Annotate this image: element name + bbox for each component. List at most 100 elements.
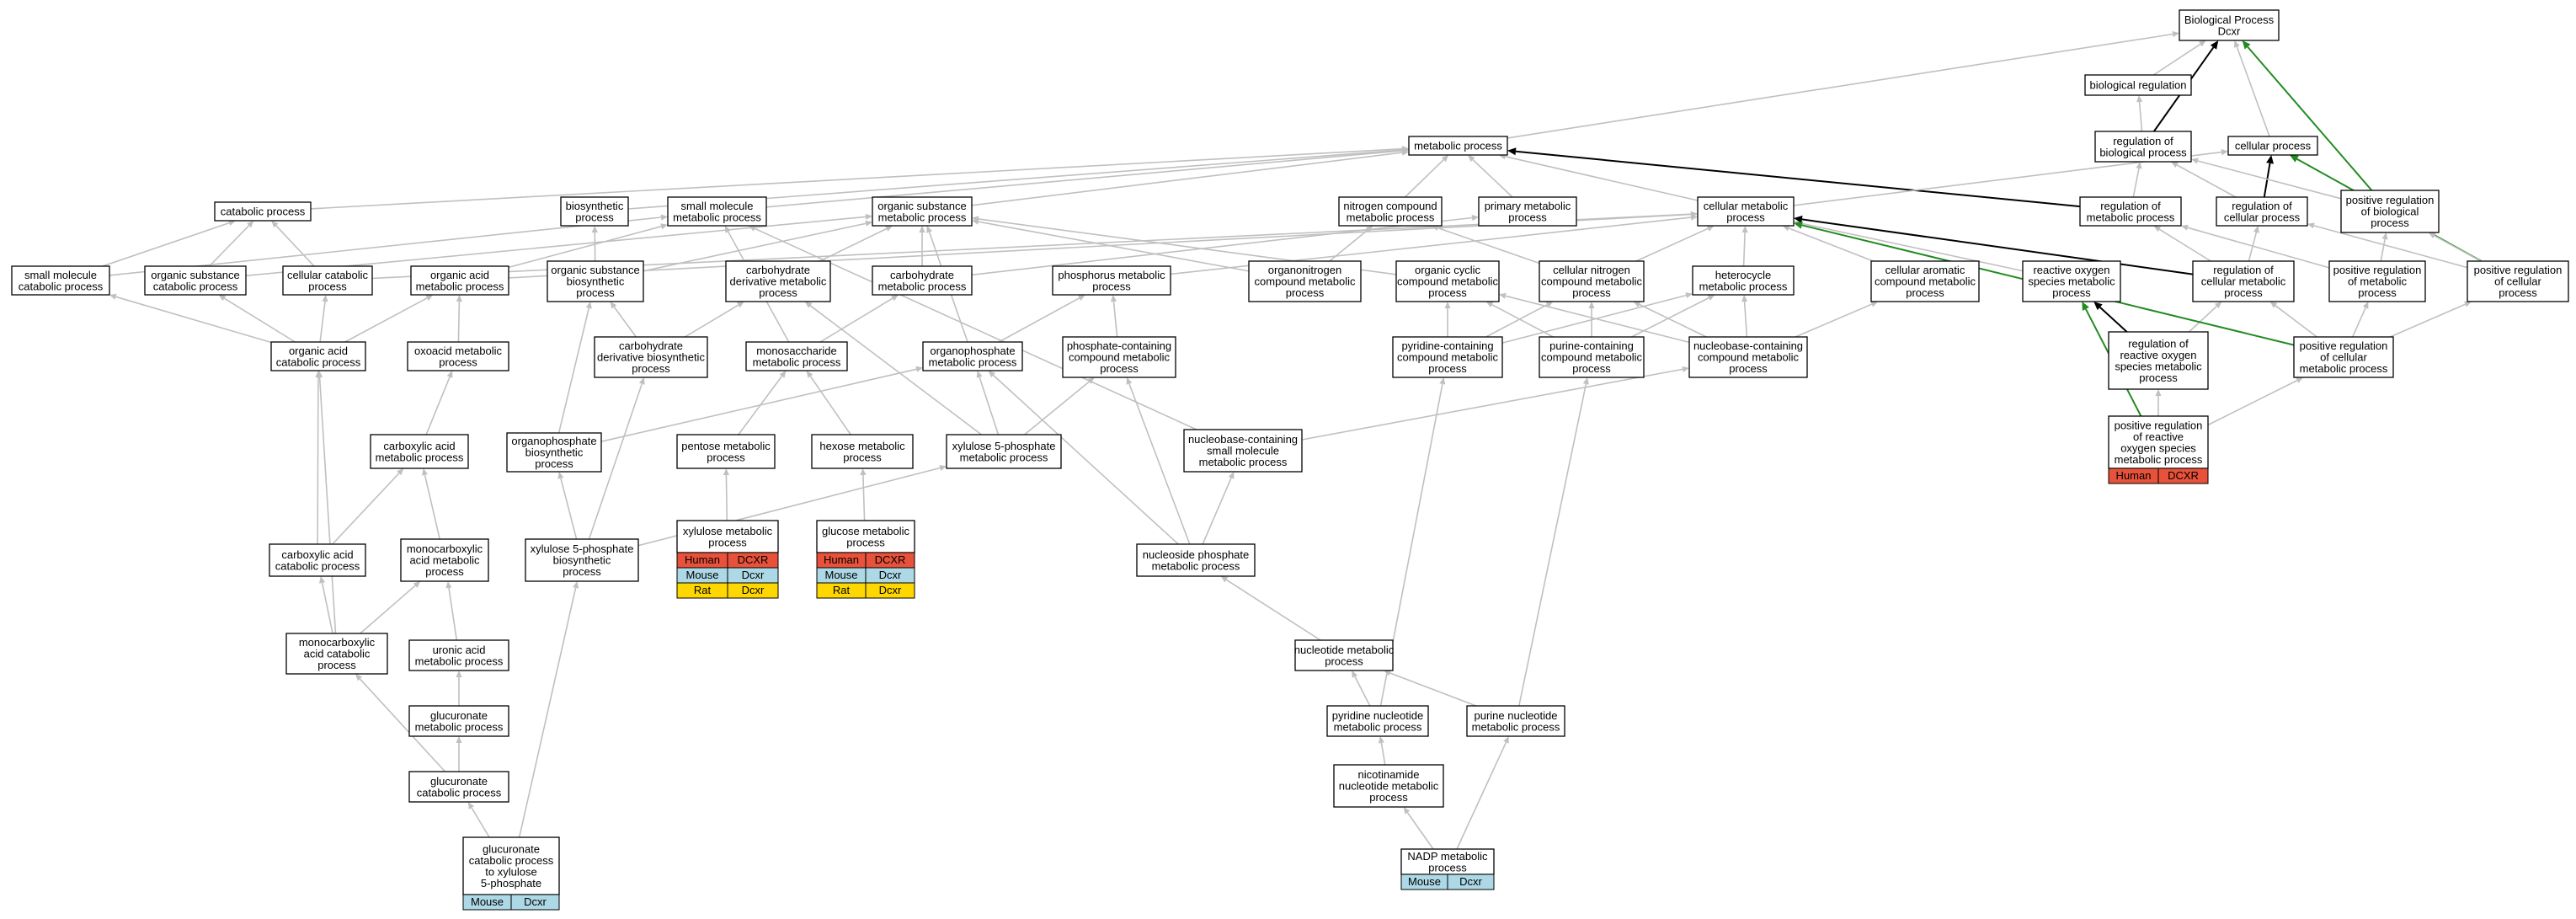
node-label: species metabolic <box>2028 275 2115 288</box>
node-box <box>525 538 639 582</box>
node-label: process <box>1325 655 1363 667</box>
node-label: positive regulation <box>2333 264 2422 276</box>
node-box <box>214 201 312 222</box>
node-label: glucuronate <box>483 842 540 855</box>
edge <box>2351 302 2369 338</box>
go-term-node-metproc[interactable]: metabolic process <box>1408 136 1508 156</box>
go-term-node-bioreg[interactable]: biological regulation <box>2084 74 2192 96</box>
arrow-head-icon <box>724 226 731 233</box>
node-label: metabolic process <box>415 720 504 733</box>
arrow-head-icon <box>723 468 729 476</box>
node-box <box>408 639 509 671</box>
go-term-node-catab[interactable]: catabolic process <box>214 201 312 222</box>
edge-line <box>557 307 590 434</box>
node-label: monosaccharide <box>756 345 836 357</box>
arrow-head-icon <box>1439 377 1446 385</box>
node-label: glucuronate <box>430 775 488 788</box>
edge-line <box>1128 383 1191 545</box>
edge <box>684 302 744 338</box>
gene-symbol: Dcxr <box>742 584 765 596</box>
edge-line <box>508 226 662 269</box>
arrow-head-icon <box>1507 147 1517 156</box>
gene-symbol: Dcxr <box>879 584 902 596</box>
node-box <box>1338 196 1443 227</box>
edge <box>332 468 404 545</box>
node-label: cellular metabolic <box>1704 200 1789 212</box>
arrow-head-icon <box>2093 302 2103 311</box>
node-label: organic substance <box>151 269 240 281</box>
go-term-node-cellproc[interactable]: cellular process <box>2227 136 2318 156</box>
edge <box>1220 576 1321 641</box>
node-box <box>922 341 1023 371</box>
species-cell <box>865 582 915 599</box>
edge <box>2153 226 2211 262</box>
edge-line <box>319 301 326 343</box>
edge <box>1741 226 1748 267</box>
edge <box>2191 158 2342 200</box>
edge-line <box>754 227 1197 430</box>
